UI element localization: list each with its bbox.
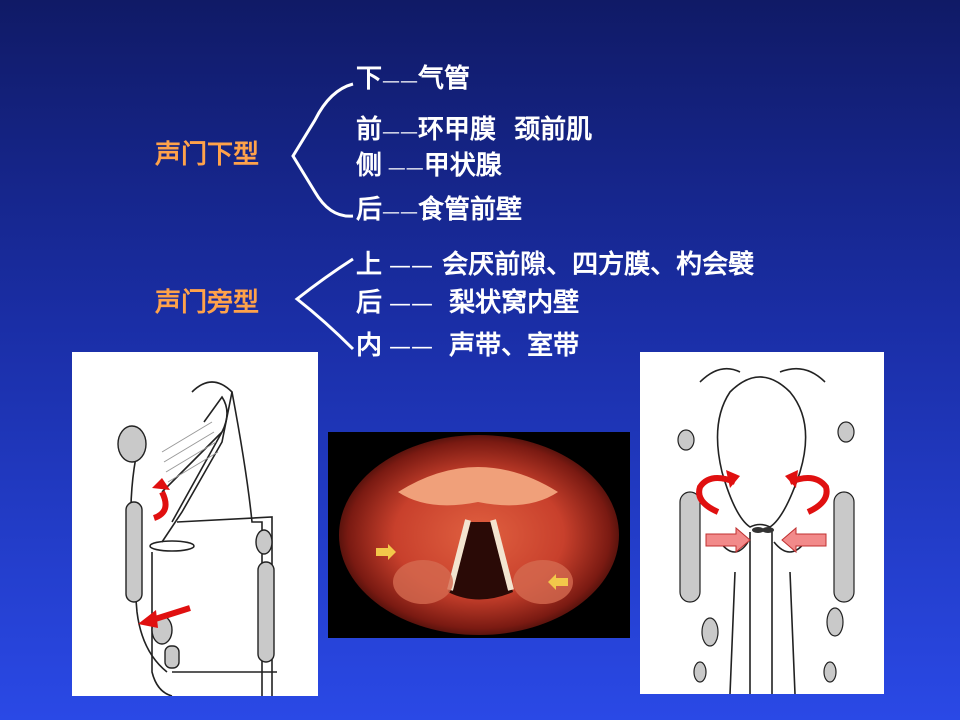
red-arrow-up-icon (152, 478, 170, 521)
group1-label: 声门下型 (155, 140, 260, 170)
row-2-1: 上 —— 会厌前隙、四方膜、杓会襞 (356, 250, 755, 280)
row-1-1: 下——气管 (356, 64, 471, 94)
red-arrow-curve-left-icon (696, 470, 740, 515)
group2-label: 声门旁型 (155, 288, 260, 318)
row-2-3: 内 —— 声带、室带 (356, 331, 580, 361)
brace-2 (294, 257, 355, 351)
pink-arrow-right-icon (705, 526, 751, 554)
pink-arrow-left-icon (781, 526, 827, 554)
row-1-4: 后——食管前壁 (356, 195, 523, 225)
red-arrow-down-icon (138, 605, 191, 628)
laryngoscopy-photo (328, 432, 630, 638)
vocal-cord-shapes (752, 527, 774, 533)
sagittal-drawing (72, 352, 318, 696)
coronal-drawing (640, 352, 884, 694)
brace-1 (291, 82, 354, 218)
row-1-3: 侧 ——甲状腺 (356, 151, 502, 181)
yellow-arrow-right-icon (548, 574, 568, 590)
row-1-2: 前——环甲膜 颈前肌 (356, 115, 593, 145)
row-2-2: 后 —— 梨状窝内壁 (356, 288, 580, 318)
yellow-arrow-left-icon (376, 544, 396, 560)
red-arrow-curve-right-icon (785, 470, 830, 515)
